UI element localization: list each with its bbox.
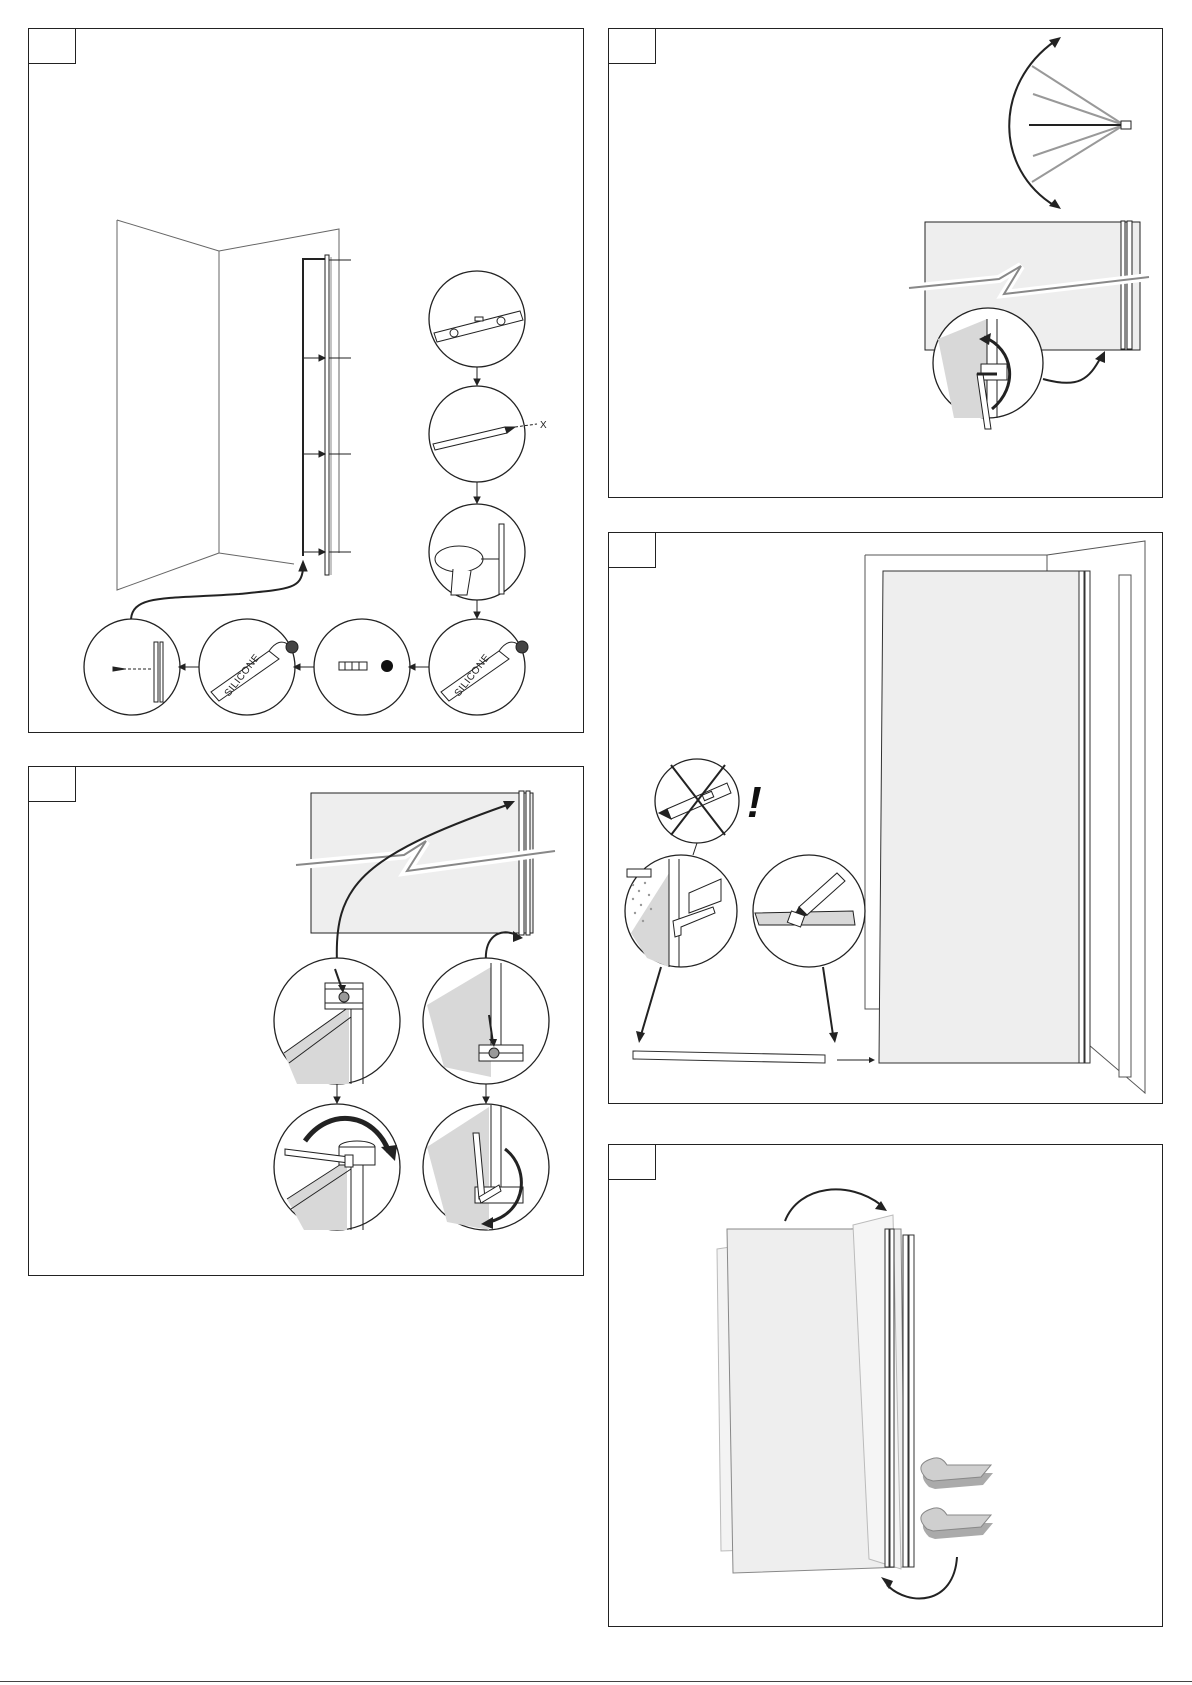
door-swing-adjustment-panel: [608, 28, 1163, 498]
bottom-seal-fitting-panel: !: [608, 532, 1163, 1104]
magnetic-stop-illustration: [609, 1145, 1164, 1628]
hinge-adjustment-illustration: [29, 767, 585, 1277]
bottom-seal-strip: [633, 1051, 825, 1063]
page-bottom-rule: [0, 1681, 1192, 1682]
magnet-stop-icon: [921, 1508, 993, 1539]
glass-door: [879, 571, 1089, 1063]
warning-mark: !: [747, 778, 762, 827]
magnetic-stop-panel: [608, 1144, 1163, 1627]
drill-hole-mark: [381, 660, 393, 672]
wall-profile-illustration: X SILICONE SILICONE: [29, 29, 585, 734]
door-swing-illustration: [609, 29, 1164, 499]
hinge-screw-adjustment-panel: [28, 766, 584, 1276]
bottom-seal-illustration: !: [609, 533, 1164, 1105]
wall-plug-icon: [339, 662, 367, 670]
mark-x-label: X: [540, 420, 547, 431]
wall-profile-fixing-panel: X SILICONE SILICONE: [28, 28, 584, 733]
magnet-stop-icon: [921, 1458, 993, 1489]
screw-detail: [84, 619, 180, 715]
